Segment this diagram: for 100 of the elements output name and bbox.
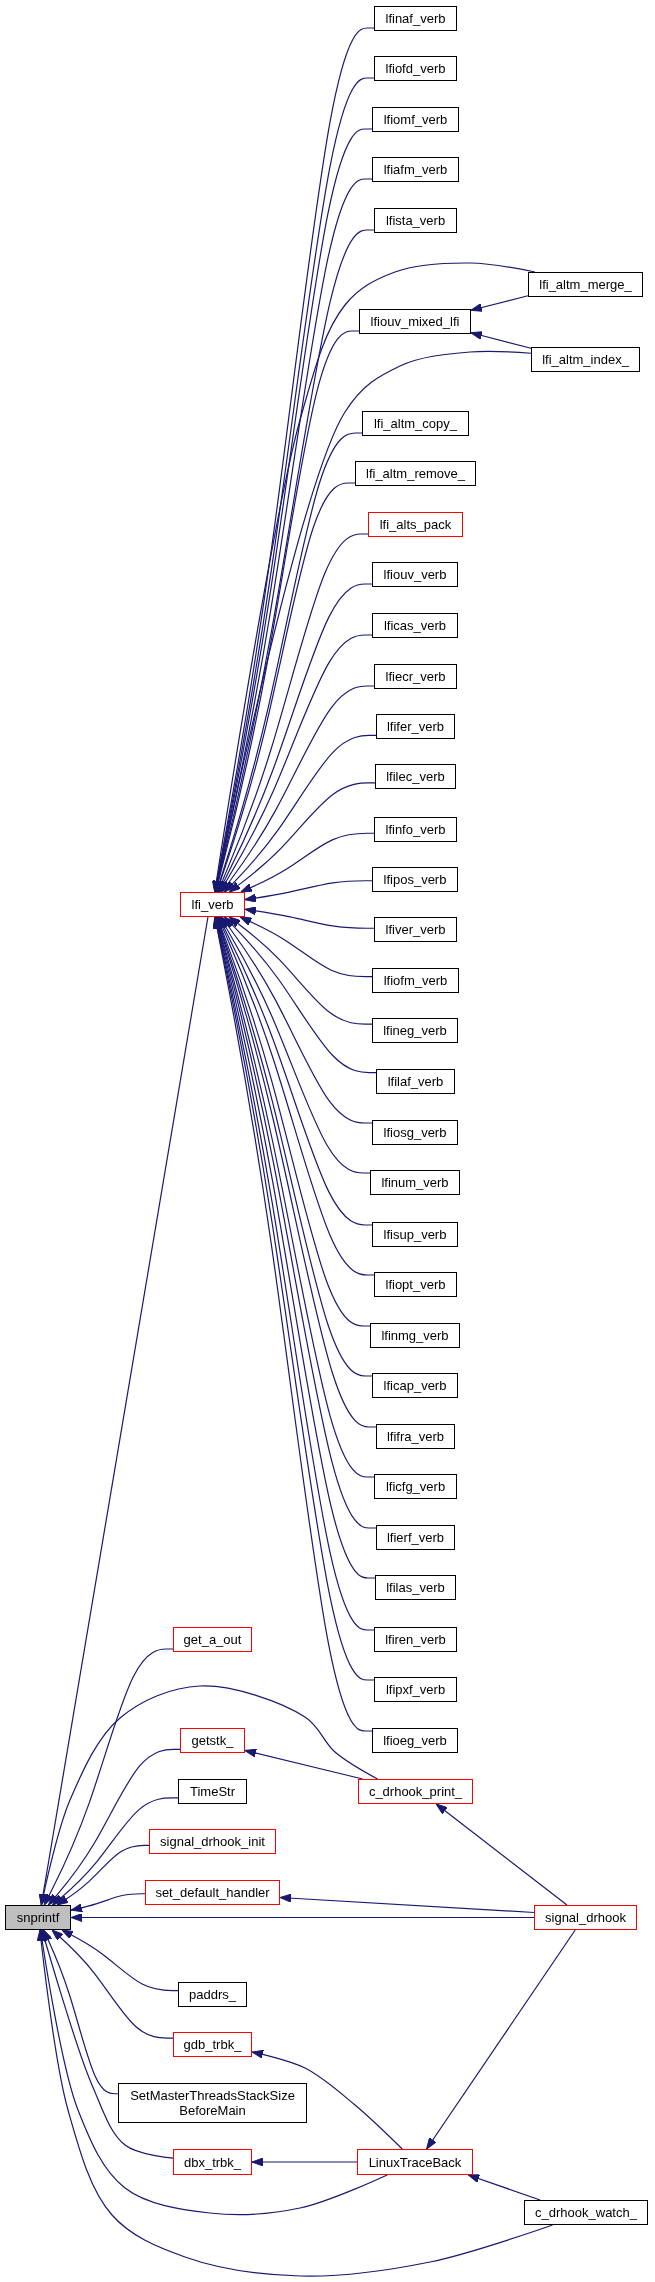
call-arrow — [218, 916, 373, 1226]
function-name: lfilas_verb — [386, 1580, 445, 1595]
function-name: paddrs_ — [189, 1987, 236, 2002]
function-name: lfinfo_verb — [385, 822, 446, 837]
function-node — [362, 411, 469, 436]
function-node — [372, 968, 459, 993]
function-name: lfiofm_verb — [383, 973, 448, 988]
function-name: lfifra_verb — [386, 1429, 445, 1444]
function-node — [372, 1373, 458, 1398]
function-name: lfipos_verb — [383, 872, 447, 887]
function-node — [372, 562, 458, 587]
function-node — [372, 1222, 458, 1247]
call-arrow — [218, 583, 373, 893]
function-name: lficas_verb — [383, 618, 447, 633]
call-arrow — [244, 880, 373, 903]
function-name: lfi_altm_copy_ — [373, 416, 458, 431]
function-name: snprintf — [16, 1910, 60, 1925]
function-name: lfinaf_verb — [385, 11, 446, 26]
call-arrow — [43, 1929, 119, 2095]
function-name: lfiosg_verb — [383, 1125, 447, 1140]
function-node — [368, 512, 463, 537]
function-node — [374, 1474, 457, 1499]
function-node — [178, 1779, 247, 1804]
function-name: lfiver_verb — [385, 922, 446, 937]
function-node — [370, 1170, 460, 1195]
call-arrow — [224, 916, 377, 1074]
call-arrow — [251, 2049, 403, 2150]
call-arrow — [228, 782, 376, 893]
call-arrow — [240, 832, 375, 893]
call-arrow — [221, 916, 373, 1124]
function-node — [376, 1424, 455, 1449]
function-name: lfioeg_verb — [383, 1733, 447, 1748]
function-node — [374, 817, 457, 842]
function-node — [374, 1627, 457, 1652]
call-arrow — [43, 1648, 174, 1906]
call-arrow — [217, 533, 369, 893]
function-node — [376, 1525, 455, 1550]
function-name: signal_drhook_init — [160, 1834, 265, 1849]
function-node — [358, 1779, 473, 1804]
call-arrow — [219, 634, 373, 893]
function-node — [376, 1069, 455, 1094]
function-name: lfi_altm_merge_ — [539, 277, 632, 292]
function-node — [118, 2083, 307, 2123]
function-node — [374, 917, 457, 942]
call-arrow — [470, 295, 529, 312]
function-node — [5, 1905, 71, 1930]
function-node — [173, 2149, 252, 2175]
function-name: lfinmg_verb — [381, 1328, 449, 1343]
call-arrow — [279, 1893, 535, 1914]
function-node — [374, 56, 457, 81]
call-arrow — [239, 916, 373, 978]
function-node — [372, 1728, 458, 1753]
function-name: lfilec_verb — [386, 769, 445, 784]
function-node — [375, 764, 456, 789]
function-name: lfiopt_verb — [385, 1277, 446, 1292]
function-name: LinuxTraceBack — [368, 2154, 462, 2170]
function-name: lficfg_verb — [385, 1479, 446, 1494]
function-name: lfiomf_verb — [383, 112, 448, 127]
call-arrow — [61, 1929, 179, 1992]
function-name: lfi_altm_remove_ — [366, 466, 465, 481]
function-name: lfiouv_verb — [383, 567, 447, 582]
call-arrow — [244, 906, 375, 929]
function-name: lfiecr_verb — [385, 669, 446, 684]
function-name: lfineg_verb — [383, 1023, 447, 1038]
function-node — [374, 1272, 457, 1297]
function-node — [534, 1905, 637, 1930]
call-arrow — [70, 1913, 535, 1922]
call-arrow — [467, 2174, 541, 2201]
function-node — [372, 1120, 458, 1145]
function-name: lfi_alts_pack — [379, 517, 452, 532]
function-name: lfierf_verb — [386, 1530, 445, 1545]
function-node — [178, 1982, 247, 2007]
function-node — [359, 309, 471, 334]
call-arrow — [39, 1685, 379, 1906]
call-arrow — [435, 1803, 568, 1906]
function-node — [374, 208, 457, 233]
function-name: lfiouv_mixed_lfi — [370, 314, 460, 329]
function-node — [374, 6, 457, 31]
function-node — [375, 1575, 456, 1600]
function-name: gdb_trbk_ — [183, 2037, 242, 2052]
function-name: TimeStr — [190, 1784, 235, 1799]
function-node — [372, 613, 458, 638]
call-arrow — [426, 1929, 576, 2150]
call-arrow — [36, 1929, 554, 2277]
function-name: dbx_trbk_ — [183, 2154, 242, 2170]
function-node — [180, 892, 245, 917]
call-arrow — [38, 916, 209, 1906]
call-arrow — [70, 1893, 146, 1913]
function-node — [528, 272, 643, 297]
call-arrow — [221, 685, 375, 893]
function-name: lfista_verb — [385, 213, 446, 228]
function-name: lfi_altm_index_ — [542, 352, 629, 367]
call-arrow — [40, 1929, 174, 2159]
function-name: SetMasterThreadsStackSize BeforeMain — [129, 2088, 296, 2118]
function-node — [372, 157, 459, 182]
function-name: lfifer_verb — [386, 719, 445, 734]
function-name: lfiren_verb — [385, 1632, 446, 1647]
function-name: lfilaf_verb — [387, 1074, 444, 1089]
call-arrow — [56, 1844, 150, 1906]
function-name: lfiafm_verb — [383, 162, 448, 177]
